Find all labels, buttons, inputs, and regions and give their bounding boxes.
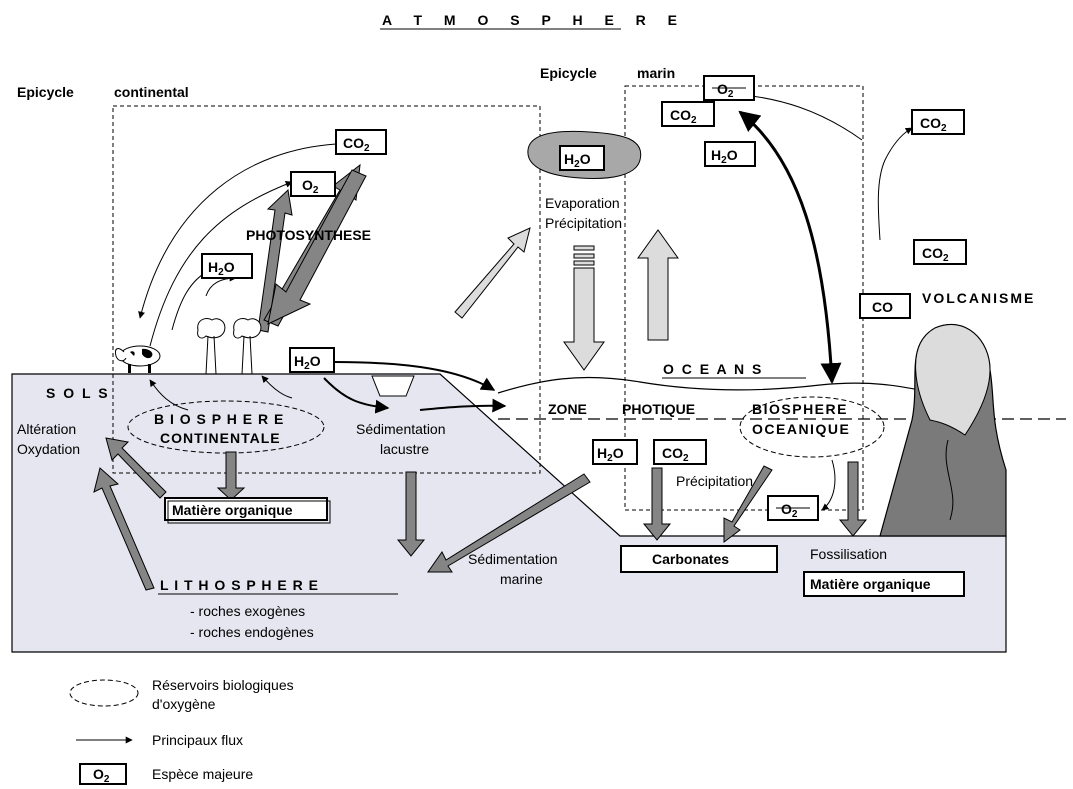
thin-flux-arrows <box>138 93 913 511</box>
h2o-box-cloud <box>559 145 605 171</box>
co2-marine-text: CO2 <box>670 107 697 126</box>
ocean-o2-double-arrow <box>738 110 842 385</box>
co2-uptake-arrow <box>267 169 367 325</box>
tree-icons <box>197 317 262 375</box>
precipitation-top-label: Précipitation <box>545 215 622 231</box>
organic-down-arrow <box>216 451 246 501</box>
biosphere-cont-line1: B I O S P H E R E <box>154 411 284 427</box>
legend-espece-box <box>79 763 127 785</box>
soil-arrow-1 <box>105 437 167 499</box>
lithosphere-label: L I T H O S P H E R E <box>160 577 319 593</box>
marine-sed-arrow <box>427 473 591 573</box>
matiere-organique-continentale-text: Matière organique <box>172 502 293 518</box>
precipitation-ocean-label: Précipitation <box>676 473 753 489</box>
matiere-organique-oceanique-box <box>803 571 965 597</box>
matiere-organique-continentale-shadow <box>167 500 331 524</box>
co2-ocean-text: CO2 <box>662 445 689 464</box>
co2-volcanic-top-text: CO2 <box>920 115 947 134</box>
co2-box-marine <box>661 101 715 127</box>
alteration-label: Altération <box>17 421 76 437</box>
o2-box-continental <box>290 171 336 197</box>
fossilisation-label: Fossilisation <box>810 546 887 562</box>
co2-continental-text: CO2 <box>343 135 370 154</box>
co2-box-volcanic-top <box>911 109 965 135</box>
roches-exogenes-label: - roches exogènes <box>190 603 305 619</box>
precipitation-down-arrow <box>563 267 605 371</box>
legend-flux-label: Principaux flux <box>152 732 243 748</box>
carbonates-text: Carbonates <box>652 551 729 567</box>
fossil-down-arrow <box>838 461 868 537</box>
co-box <box>859 293 911 319</box>
sedim-marine-line1: Sédimentation <box>468 551 558 567</box>
epicycle-marin-word1: Epicycle <box>540 65 597 81</box>
volcano-plume <box>915 323 991 436</box>
o2-continental-text: O2 <box>302 177 319 196</box>
matiere-organique-continentale-box <box>164 497 328 521</box>
carbonate-down-arrow-2 <box>723 465 773 543</box>
h2o-continental-air-text: H2O <box>208 259 235 278</box>
epicycle-marin-word2: marin <box>637 65 675 81</box>
epicycle-continental-box <box>112 105 541 474</box>
h2o-cloud-text: H2O <box>564 151 591 170</box>
carbonate-down-arrow-1 <box>642 467 672 541</box>
legend-espece-label: Espèce majeure <box>152 766 253 782</box>
h2o-ocean-text: H2O <box>597 445 624 464</box>
co2-volcanic-mid-text: CO2 <box>922 245 949 264</box>
oxydation-label: Oxydation <box>17 441 80 457</box>
co2-box-ocean <box>653 439 707 465</box>
evaporation-label: Evaporation <box>545 195 620 211</box>
oceans-label: O C E A N S <box>663 361 763 377</box>
legend-reservoir-ellipse <box>69 679 139 707</box>
co-text: CO <box>872 299 893 315</box>
h2o-marine-text: H2O <box>711 147 738 166</box>
sedim-lacustre-line1: Sédimentation <box>356 421 446 437</box>
carbonates-box <box>620 545 778 573</box>
biosphere-ocean-line2: OCEANIQUE <box>752 421 850 437</box>
biosphere-cont-line2: CONTINENTALE <box>160 430 281 446</box>
legend-reservoirs-line2: d'oxygène <box>152 696 216 712</box>
h2o-box-ocean <box>592 439 638 465</box>
biosphere-oceanique-ellipse <box>739 396 885 458</box>
sedim-lacustre-line2: lacustre <box>380 441 429 457</box>
volcanisme-label: VOLCANISME <box>922 290 1035 306</box>
o2-ocean-text: O2 <box>781 501 798 520</box>
h2o-box-surface <box>289 347 335 373</box>
co2-box-continental <box>335 129 387 155</box>
co2-box-volcanic-mid <box>913 239 967 265</box>
flux-arrows <box>93 163 868 591</box>
epicycle-continental-word2: continental <box>114 84 189 100</box>
legend-espece-box-text: O2 <box>93 766 110 785</box>
ocean-surface <box>497 376 931 394</box>
photosynthese-label: PHOTOSYNTHESE <box>246 227 371 243</box>
biosphere-ocean-line1: BIOSPHERE <box>752 401 848 417</box>
cow-icon <box>115 345 161 373</box>
sols-label: S O L S <box>46 385 110 401</box>
lake-basin <box>371 375 415 397</box>
h2o-box-marine <box>704 141 756 167</box>
evaporation-up-arrow <box>637 229 679 341</box>
legend-reservoirs-line1: Réservoirs biologiques <box>152 677 294 693</box>
volcano-crack <box>945 439 954 521</box>
sedim-marine-line2: marine <box>500 571 543 587</box>
o2-marine-top-text: O2 <box>717 81 734 100</box>
thick-flux-arrows <box>323 361 507 414</box>
evaporation-diag-arrow <box>454 227 531 319</box>
h2o-box-continental-air <box>201 253 253 279</box>
page-title: A T M O S P H E R E <box>382 12 686 28</box>
roches-endogenes-label: - roches endogènes <box>190 624 314 640</box>
h2o-surface-text: H2O <box>294 353 321 372</box>
lacustre-down-arrow <box>396 471 426 557</box>
soil-arrow-2 <box>93 467 155 591</box>
epicycle-continental-word1: Epicycle <box>17 84 74 100</box>
water-arrows <box>454 227 679 371</box>
zone-label: ZONE <box>548 401 587 417</box>
photique-label: PHOTIQUE <box>622 401 695 417</box>
matiere-organique-oceanique-text: Matière organique <box>810 576 931 592</box>
